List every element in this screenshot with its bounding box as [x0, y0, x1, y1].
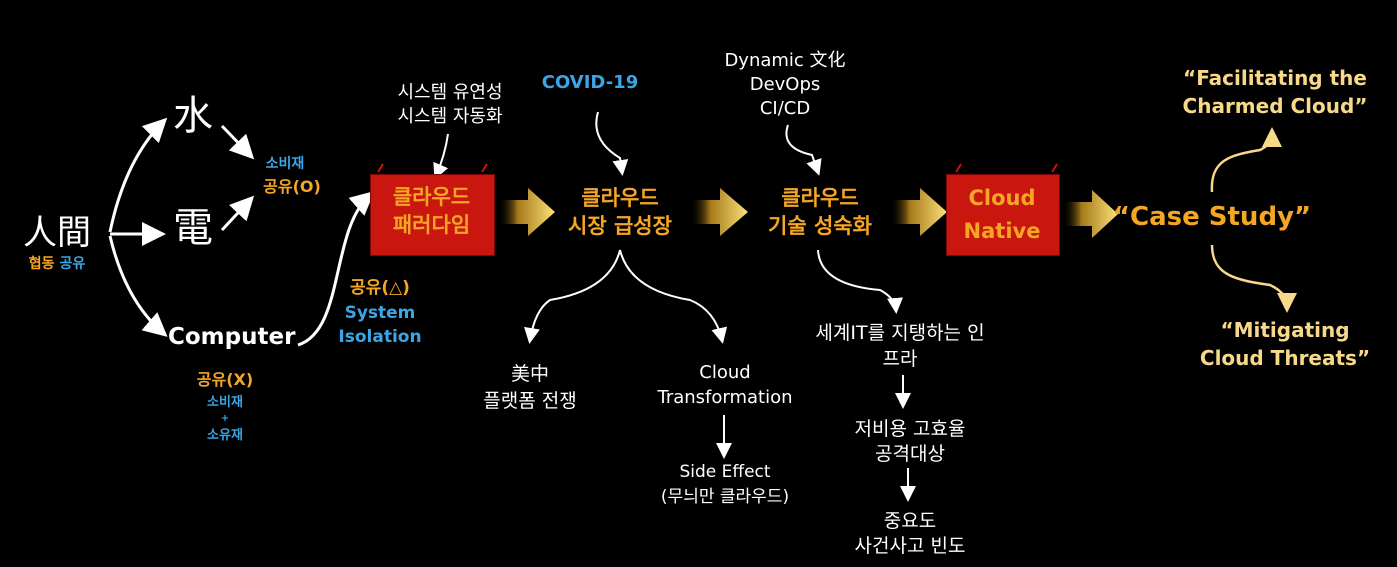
market-line1: 클라우드 [581, 186, 659, 210]
tech-maturity-line2: 기술 성숙화 [768, 214, 872, 238]
cloud-paradigm-box [370, 174, 495, 256]
consumable-label: 소비재 [265, 156, 305, 172]
arrow-computer-to-cloud [297, 191, 375, 347]
market-line2: 시장 급성장 [568, 214, 672, 238]
arrow-flex-to-box [433, 133, 449, 180]
box4-tick-left [955, 163, 962, 173]
box4-tick-right [1051, 163, 1058, 173]
electric-label: 電 [173, 205, 213, 251]
human-label: 人間 [23, 213, 91, 253]
arrow-market-to-war [524, 249, 621, 344]
isolation-line2: Isolation [338, 327, 422, 347]
mitigating-line2: Cloud Threats” [1199, 346, 1371, 370]
flow-arrow-1 [498, 188, 555, 236]
arrow-to-water [108, 117, 168, 233]
infra-line1: 세계IT를 지탱하는 인 [815, 322, 985, 344]
frequency-line1: 중요도 [883, 510, 937, 532]
infra-line2: 프라 [882, 348, 918, 370]
flow-arrow-4 [1062, 190, 1118, 238]
facilitating-line1: “Facilitating the [1183, 66, 1367, 90]
covid-label: COVID-19 [541, 72, 639, 93]
cloud-paradigm-line2: 패러다임 [392, 213, 471, 237]
share-o-label: 공유(O) [263, 177, 321, 196]
transformation-line2: Transformation [657, 387, 793, 408]
tech-maturity-line1: 클라우드 [781, 186, 859, 210]
cicd-label: CI/CD [759, 98, 811, 119]
flow-arrow-2 [690, 188, 748, 236]
sharing-label: 공유 [59, 256, 86, 272]
facilitating-line2: Charmed Cloud” [1182, 94, 1368, 118]
arrow-market-to-transform [619, 249, 728, 344]
arrow-case-to-facilitating [1210, 127, 1282, 193]
isolation-line1: System [344, 303, 416, 323]
cooperation-label: 협동 [28, 256, 55, 272]
flexibility-line1: 시스템 유연성 [397, 82, 503, 103]
computer-label: Computer [168, 324, 296, 350]
human-sublabel: 협동 공유 [14, 256, 100, 273]
arrow-to-computer [108, 235, 168, 337]
attack-target-line1: 저비용 고효율 [854, 418, 966, 440]
arrow-electric-to-consumable [220, 195, 255, 232]
mitigating-line1: “Mitigating [1220, 318, 1350, 342]
platform-war-line2: 플랫폼 전쟁 [483, 390, 577, 412]
arrow-devops-to-tech [785, 124, 822, 176]
arrow-tech-to-infra [817, 249, 903, 314]
devops-label: DevOps [749, 74, 821, 95]
cloud-native-box [946, 174, 1060, 256]
attack-target-line2: 공격대상 [875, 443, 945, 465]
frequency-line2: 사건사고 빈도 [854, 535, 966, 557]
cloud-paradigm-line1: 클라우드 [392, 185, 471, 209]
flow-arrow-3 [890, 188, 947, 236]
flexibility-line2: 시스템 자동화 [397, 106, 503, 127]
arrow-water-to-consumable [220, 124, 255, 160]
consumable2-label: 소비재 [207, 395, 243, 410]
box1-tick-right [481, 163, 488, 173]
cloud-native-line1: Cloud [968, 186, 1036, 210]
share-x-label: 공유(X) [196, 370, 254, 389]
share-triangle-label: 공유(△) [350, 278, 410, 298]
side-effect-line2: (무늬만 클라우드) [660, 487, 790, 507]
ownership-label: 소유재 [207, 428, 243, 443]
dynamic-culture-label: Dynamic 文化 [724, 50, 846, 71]
plus-label: + [220, 413, 230, 424]
arrow-covid-to-market [595, 111, 629, 176]
water-label: 水 [173, 93, 213, 139]
side-effect-line1: Side Effect [679, 462, 771, 482]
cloud-native-line2: Native [963, 219, 1041, 243]
platform-war-line1: 美中 [510, 363, 549, 385]
transformation-line1: Cloud [699, 362, 751, 383]
case-study-label: “Case Study” [1112, 202, 1312, 232]
box1-tick-left [377, 163, 384, 173]
arrow-case-to-mitigating [1210, 244, 1297, 313]
